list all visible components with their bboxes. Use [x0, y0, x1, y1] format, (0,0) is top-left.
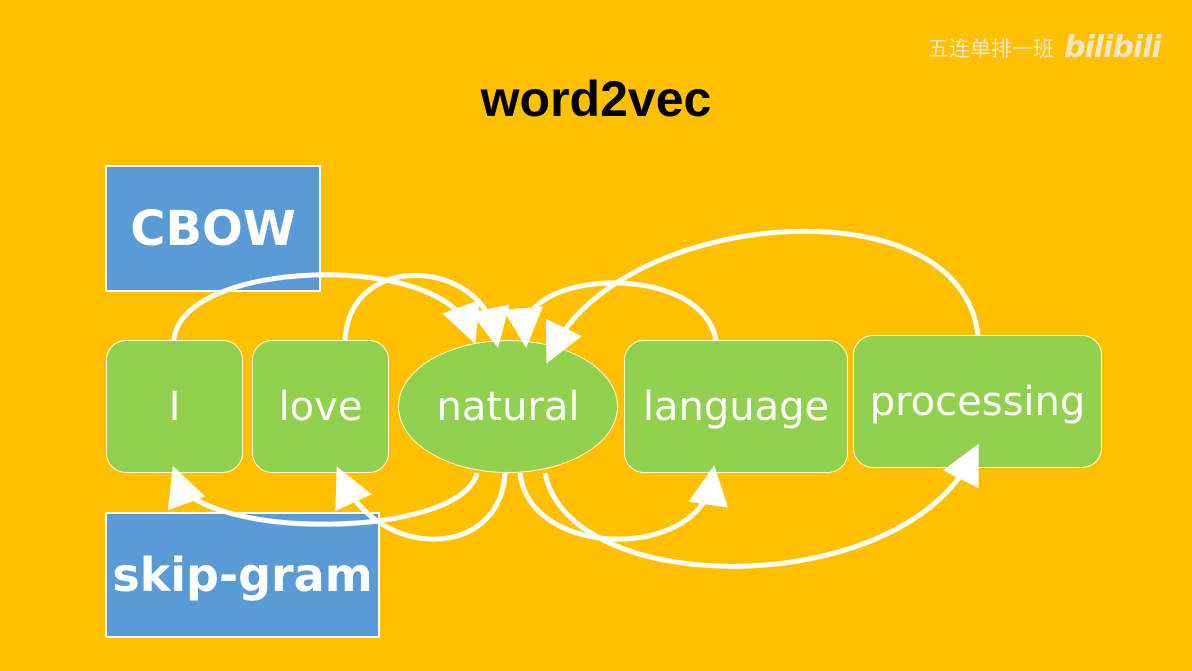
word-text: natural — [436, 383, 580, 430]
arrow-natural-to-love — [335, 466, 508, 542]
word-text: processing — [869, 378, 1086, 425]
word-box-i: I — [106, 340, 243, 473]
bilibili-logo-icon: bilibili — [1064, 30, 1162, 65]
word-text: love — [278, 383, 363, 430]
skipgram-label-text: skip-gram — [112, 548, 373, 602]
arrow-i-to-natural — [171, 272, 480, 345]
arrow-processing-to-natural — [545, 228, 981, 364]
arrow-natural-to-language — [517, 465, 729, 542]
arrow-love-to-natural — [342, 272, 510, 348]
word-text: language — [642, 383, 830, 430]
word-box-love: love — [252, 340, 389, 473]
slide-title: word2vec — [480, 71, 712, 127]
watermark: 五连单排一班 bilibili — [928, 30, 1162, 65]
cbow-label: CBOW — [105, 165, 321, 292]
arrow-natural-to-i — [167, 465, 480, 527]
cbow-label-text: CBOW — [130, 200, 296, 257]
word-box-language: language — [624, 340, 848, 473]
skipgram-label: skip-gram — [105, 512, 380, 638]
word-text: I — [168, 383, 181, 430]
arrow-natural-to-processing — [542, 443, 979, 569]
arrow-language-to-natural — [503, 280, 719, 348]
watermark-text: 五连单排一班 — [928, 36, 1054, 61]
